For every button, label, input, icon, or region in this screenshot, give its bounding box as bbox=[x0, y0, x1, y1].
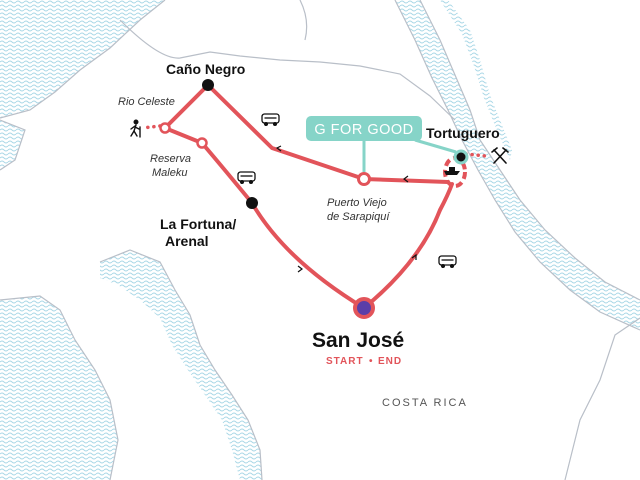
arrow-2 bbox=[297, 265, 303, 273]
country-label: COSTA RICA bbox=[382, 397, 468, 409]
label-la-fortuna-1: La Fortuna/ bbox=[160, 216, 236, 232]
stop-tortuguero-dot bbox=[453, 149, 469, 165]
stop-san-jose-dot bbox=[353, 297, 375, 319]
label-san-jose: San José bbox=[312, 329, 404, 352]
hiking-icon bbox=[130, 119, 141, 138]
label-cano-negro: Caño Negro bbox=[166, 61, 245, 77]
crossed-tools-icon bbox=[491, 147, 509, 164]
bus-icon bbox=[237, 171, 256, 185]
direction-arrows bbox=[275, 145, 417, 273]
label-reserva-2: Maleku bbox=[152, 167, 187, 179]
label-tortuguero: Tortuguero bbox=[426, 125, 500, 141]
stop-rio-celeste-dot bbox=[159, 122, 171, 134]
start-end-label: START • END bbox=[326, 356, 402, 367]
stop-la-fortuna-dot bbox=[246, 197, 258, 209]
label-puerto-viejo-2: de Sarapiquí bbox=[327, 211, 390, 223]
route-line bbox=[163, 83, 454, 310]
arrow-3 bbox=[411, 253, 417, 260]
g-for-good-badge: G FOR GOOD bbox=[306, 116, 457, 172]
arrow-1 bbox=[275, 145, 282, 152]
g-for-good-label: G FOR GOOD bbox=[314, 122, 413, 138]
bus-icon bbox=[261, 113, 280, 127]
label-puerto-viejo-1: Puerto Viejo bbox=[327, 197, 387, 209]
label-reserva-1: Reserva bbox=[150, 153, 191, 165]
boat-icon bbox=[444, 167, 460, 175]
label-rio-celeste: Rio Celeste bbox=[118, 96, 175, 108]
stop-reserva-dot bbox=[196, 137, 208, 149]
stops bbox=[159, 79, 469, 319]
route-dotted bbox=[140, 124, 488, 158]
label-la-fortuna-2: Arenal bbox=[165, 233, 209, 249]
stop-puerto-viejo-dot bbox=[357, 172, 371, 186]
end-label: END bbox=[378, 356, 402, 367]
stop-cano-negro-dot bbox=[202, 79, 214, 91]
start-label: START bbox=[326, 356, 364, 367]
arrow-4 bbox=[403, 175, 409, 183]
separator-dot: • bbox=[369, 356, 374, 367]
bus-icon bbox=[438, 255, 457, 269]
